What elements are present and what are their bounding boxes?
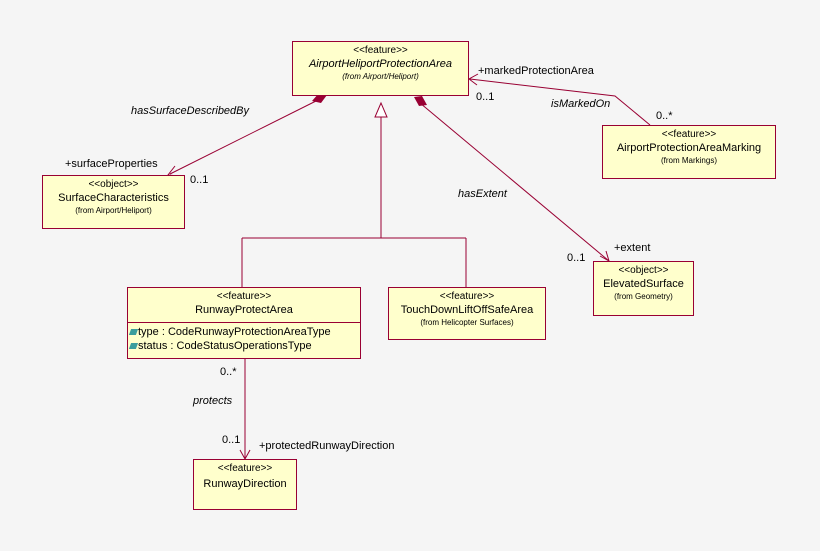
attribute-text: status : CodeStatusOperationsType	[138, 340, 312, 352]
assoc-name-has-extent: hasExtent	[458, 188, 507, 200]
assoc-has-extent-line	[419, 102, 610, 262]
class-name: AirportHeliportProtectionArea	[308, 58, 453, 70]
assoc-has-surface-line	[169, 99, 319, 175]
class-name: TouchDownLiftOffSafeArea	[400, 304, 534, 316]
class-name: RunwayDirection	[203, 478, 287, 490]
attribute-text: type : CodeRunwayProtectionAreaType	[138, 326, 331, 338]
class-airport-protection-area-marking[interactable]: <<feature>> AirportProtectionAreaMarking…	[602, 125, 776, 179]
mult-rd: 0..1	[222, 434, 241, 446]
package-note: (from Airport/Heliport)	[342, 72, 419, 81]
assoc-marked-on-line	[469, 78, 651, 126]
class-touchdown-liftoff-safe-area[interactable]: <<feature>> TouchDownLiftOffSafeArea (fr…	[388, 287, 546, 340]
role-protected-runway-direction: +protectedRunwayDirection	[259, 440, 395, 452]
assoc-name-protects: protects	[193, 395, 233, 407]
package-note: (from Helicopter Surfaces)	[420, 318, 514, 327]
mult-surface: 0..1	[190, 174, 209, 186]
class-elevated-surface[interactable]: <<object>> ElevatedSurface (from Geometr…	[593, 261, 694, 316]
assoc-name-is-marked-on: isMarkedOn	[551, 98, 611, 110]
stereotype-label: <<object>>	[618, 265, 669, 276]
package-note: (from Geometry)	[614, 292, 673, 301]
attribute-type[interactable]: type : CodeRunwayProtectionAreaType	[128, 325, 360, 339]
package-note: (from Markings)	[660, 156, 717, 165]
role-surface-properties: +surfaceProperties	[65, 158, 158, 170]
attribute-icon	[128, 343, 139, 349]
class-airport-heliport-protection-area[interactable]: <<feature>> AirportHeliportProtectionAre…	[292, 41, 469, 96]
attribute-compartment: type : CodeRunwayProtectionAreaType stat…	[128, 322, 360, 358]
class-surface-characteristics[interactable]: <<object>> SurfaceCharacteristics (from …	[42, 175, 185, 229]
class-name: AirportProtectionAreaMarking	[616, 142, 762, 154]
arrowhead-marked	[468, 73, 479, 86]
composition-diamond-extent	[414, 96, 427, 106]
stereotype-label: <<feature>>	[439, 291, 495, 302]
assoc-name-has-surface: hasSurfaceDescribedBy	[131, 105, 250, 117]
class-runway-direction[interactable]: <<feature>> RunwayDirection	[193, 459, 297, 510]
mult-extent: 0..1	[567, 252, 586, 264]
stereotype-label: <<feature>>	[216, 291, 272, 302]
mult-marked: 0..1	[476, 91, 495, 103]
stereotype-label: <<feature>>	[353, 45, 408, 56]
role-extent: +extent	[614, 242, 651, 254]
class-name: ElevatedSurface	[603, 278, 684, 290]
mult-rpa: 0..*	[220, 366, 237, 378]
class-runway-protect-area[interactable]: <<feature>> RunwayProtectArea type : Cod…	[127, 287, 361, 359]
class-name: SurfaceCharacteristics	[58, 192, 169, 204]
attribute-icon	[128, 329, 139, 335]
stereotype-label: <<feature>>	[661, 129, 717, 140]
package-note: (from Airport/Heliport)	[75, 206, 152, 215]
role-marked-protection-area: +markedProtectionArea	[478, 65, 594, 77]
stereotype-label: <<object>>	[88, 179, 139, 190]
class-name: RunwayProtectArea	[195, 304, 293, 316]
stereotype-label: <<feature>>	[217, 463, 273, 474]
mult-apam: 0..*	[656, 110, 673, 122]
attribute-status[interactable]: status : CodeStatusOperationsType	[128, 339, 360, 353]
generalization-triangle	[374, 101, 388, 118]
